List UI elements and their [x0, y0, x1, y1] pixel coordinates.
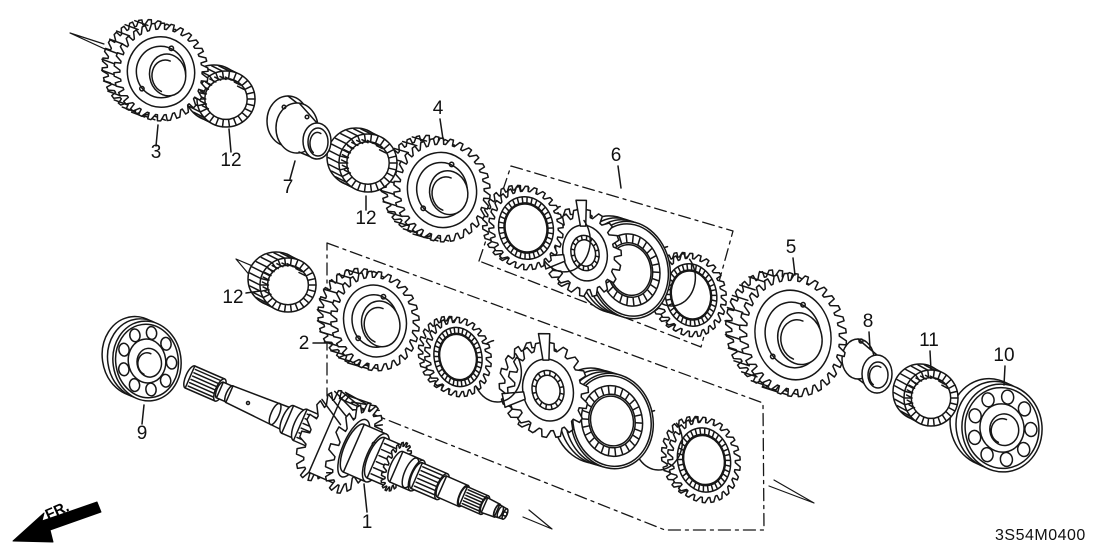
ball-bearing-9: [101, 315, 182, 402]
callout-gear-4: 4: [433, 98, 444, 140]
needle-bearing-11: [892, 363, 959, 427]
callout-ball-bearing-9: 9: [137, 404, 148, 444]
gear-4-body: [379, 134, 491, 243]
synchro-ring-6a: [481, 184, 564, 271]
needle-bearing-12-mid: [326, 127, 398, 193]
callout-mainshaft: 1: [362, 483, 373, 533]
needle-bearing-12-left: [247, 251, 317, 313]
callout-label-ball-bearing-10: 10: [993, 345, 1014, 366]
callout-label-needle-bearing-12-left: 12: [222, 287, 243, 308]
ball-bearing-10-body: [949, 377, 1043, 473]
gear-3-body: [100, 18, 209, 122]
callout-label-mainshaft: 1: [362, 512, 373, 533]
gear-2-body: [316, 267, 420, 372]
synchro-ring-6a-body: [481, 184, 564, 271]
gear-group-2-box: [326, 242, 765, 531]
callout-needle-bearing-12-mid: 12: [355, 195, 377, 229]
callout-label-gear-3: 3: [151, 142, 162, 163]
gear-2: [316, 267, 420, 372]
callout-label-spacer-8: 8: [863, 311, 874, 332]
callout-needle-bearing-12-top: 12: [220, 128, 242, 171]
synchro-ring-2b-body: [660, 415, 741, 504]
gear-5-body: [724, 269, 848, 398]
callout-label-ball-bearing-9: 9: [137, 423, 148, 444]
spacer-8: [841, 338, 893, 394]
gear-5: [724, 269, 848, 398]
callout-gear-5: 5: [786, 237, 797, 276]
synchro-ring-2a-body: [417, 315, 492, 398]
callout-gear-set: 2: [299, 333, 327, 354]
callout-needle-bearing-11: 11: [919, 330, 939, 371]
ball-bearing-10: [949, 377, 1043, 473]
callout-spacer-8: 8: [863, 311, 874, 349]
callout-label-gear-set: 2: [299, 333, 310, 354]
synchro-hub-2: [498, 332, 590, 439]
callout-label-needle-bearing-12-mid: 12: [355, 208, 376, 229]
callout-collar-7: 7: [283, 160, 296, 198]
collar-7: [266, 95, 332, 160]
callout-label-synchro-set: 6: [611, 145, 622, 166]
needle-bearing-12-mid-body: [326, 127, 398, 193]
synchro-hub-2-body: [498, 332, 590, 439]
ball-bearing-9-body: [101, 315, 182, 402]
callout-label-gear-4: 4: [433, 98, 444, 119]
needle-bearing-11-body: [892, 363, 959, 427]
synchro-ring-2a: [417, 315, 492, 398]
front-direction-arrow: FR.: [12, 498, 102, 543]
callout-synchro-set: 6: [611, 145, 622, 189]
needle-bearing-12-left-body: [247, 251, 317, 313]
callout-label-collar-7: 7: [283, 177, 294, 198]
gear-4: [379, 134, 491, 243]
callout-label-needle-bearing-12-top: 12: [220, 150, 241, 171]
synchro-ring-2b: [660, 415, 741, 504]
front-arrow-shape: [12, 501, 102, 543]
gear-3: [100, 18, 209, 122]
callout-label-needle-bearing-11: 11: [919, 330, 939, 351]
callout-ball-bearing-10: 10: [993, 345, 1015, 386]
direction-arrow: [522, 509, 553, 530]
callout-gear-3: 3: [151, 124, 162, 163]
mainshaft: [183, 365, 509, 520]
diagram-code: 3S54M0400: [995, 527, 1086, 544]
callout-needle-bearing-12-left: 12: [222, 287, 261, 308]
direction-arrow: [768, 479, 815, 504]
parts-layer: [100, 18, 1043, 520]
callout-label-gear-5: 5: [786, 237, 797, 258]
